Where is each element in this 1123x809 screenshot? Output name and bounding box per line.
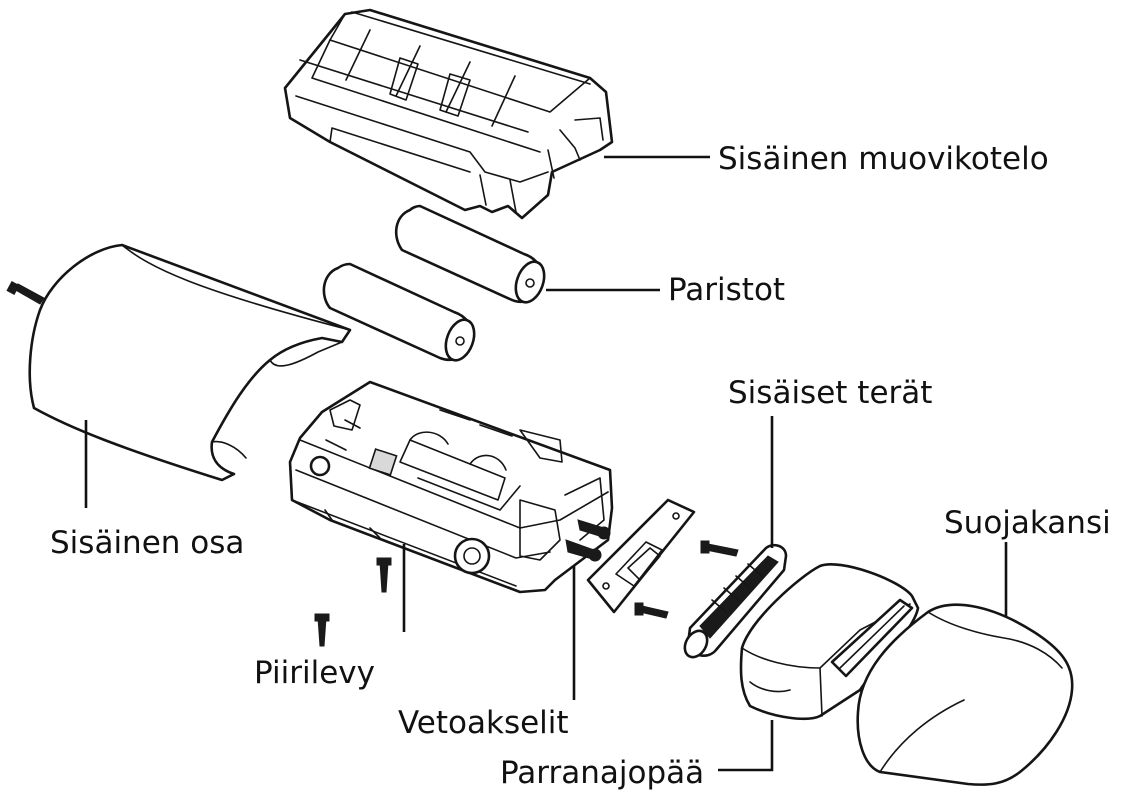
batteries [322, 204, 546, 362]
label-protective-cap: Suojakansi [944, 505, 1111, 541]
main-body-circuit-board [288, 380, 614, 594]
screw-icon [700, 540, 739, 557]
mounting-plate [586, 498, 696, 614]
label-batteries: Paristot [668, 272, 785, 308]
inner-sleeve [28, 243, 352, 482]
label-inner-plastic-housing: Sisäinen muovikotelo [718, 141, 1049, 177]
inner-plastic-housing [283, 8, 614, 220]
screw-icon [314, 613, 330, 647]
screw-icon [6, 281, 45, 305]
label-inner-part: Sisäinen osa [50, 525, 244, 561]
drive-shafts [565, 519, 611, 562]
label-shaving-head: Parranajopää [500, 755, 704, 791]
label-drive-shafts: Vetoakselit [398, 705, 569, 741]
screw-icon [376, 557, 392, 593]
inner-blades [683, 543, 788, 659]
label-inner-blades: Sisäiset terät [728, 375, 932, 411]
label-circuit-board: Piirilevy [254, 655, 375, 691]
screw-icon [634, 602, 669, 619]
protective-cap [856, 603, 1074, 786]
leader-lines [84, 155, 1008, 772]
